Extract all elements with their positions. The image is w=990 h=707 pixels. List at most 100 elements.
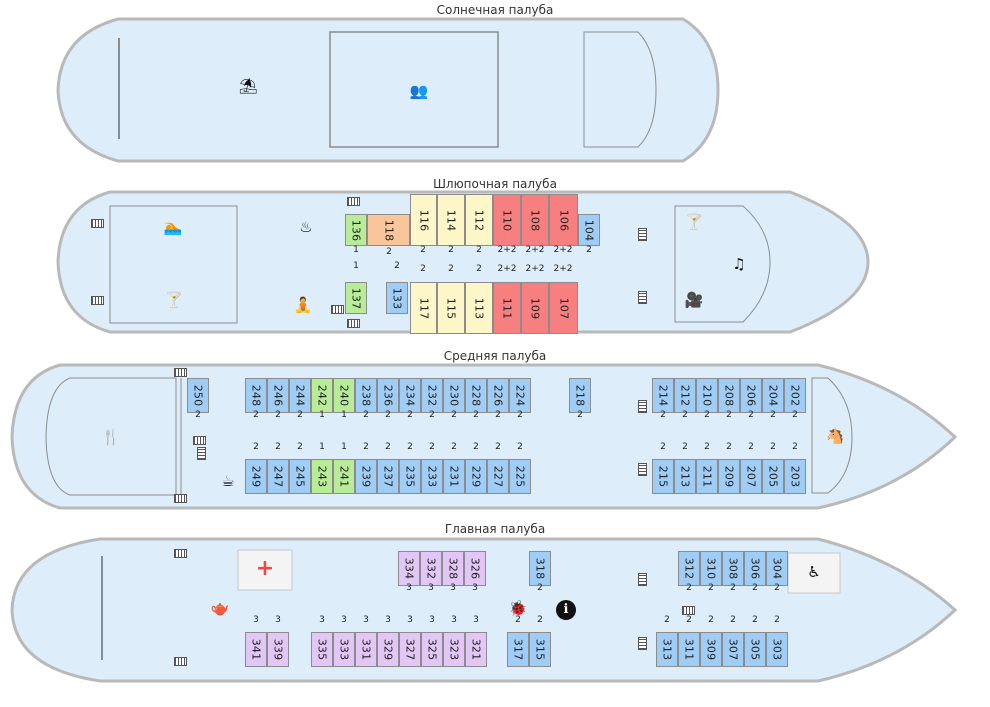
cabin-232[interactable]: 232 — [421, 378, 443, 413]
cabin-240[interactable]: 240 — [333, 378, 355, 413]
cabin-307[interactable]: 307 — [722, 632, 744, 667]
cabin-303[interactable]: 303 — [766, 632, 788, 667]
cabin-capacity: 2 — [429, 442, 435, 452]
cabin-number: 309 — [704, 638, 718, 661]
cabin-242[interactable]: 242 — [311, 378, 333, 413]
cabin-107[interactable]: 107 — [549, 282, 578, 334]
cabin-218[interactable]: 218 — [569, 378, 591, 413]
cabin-304[interactable]: 304 — [766, 551, 788, 586]
cabin-114[interactable]: 114 — [437, 194, 465, 246]
cabin-246[interactable]: 246 — [267, 378, 289, 413]
cabin-109[interactable]: 109 — [521, 282, 549, 334]
cabin-capacity: 1 — [353, 261, 359, 271]
cabin-capacity: 2 — [704, 442, 710, 452]
cabin-215[interactable]: 215 — [652, 459, 674, 494]
cabin-335[interactable]: 335 — [311, 632, 333, 667]
cabin-208[interactable]: 208 — [718, 378, 740, 413]
cabin-209[interactable]: 209 — [718, 459, 740, 494]
cabin-333[interactable]: 333 — [333, 632, 355, 667]
cabin-203[interactable]: 203 — [784, 459, 806, 494]
cabin-number: 250 — [191, 384, 205, 407]
cabin-204[interactable]: 204 — [762, 378, 784, 413]
cabin-308[interactable]: 308 — [722, 551, 744, 586]
cabin-235[interactable]: 235 — [399, 459, 421, 494]
cabin-234[interactable]: 234 — [399, 378, 421, 413]
cabin-327[interactable]: 327 — [399, 632, 421, 667]
cabin-237[interactable]: 237 — [377, 459, 399, 494]
cabin-317[interactable]: 317 — [507, 632, 529, 667]
cabin-236[interactable]: 236 — [377, 378, 399, 413]
cabin-248[interactable]: 248 — [245, 378, 267, 413]
cabin-number: 213 — [678, 465, 692, 488]
cabin-214[interactable]: 214 — [652, 378, 674, 413]
cabin-229[interactable]: 229 — [465, 459, 487, 494]
cabin-capacity: 2 — [407, 410, 413, 420]
cabin-312[interactable]: 312 — [678, 551, 700, 586]
cabin-207[interactable]: 207 — [740, 459, 762, 494]
cabin-245[interactable]: 245 — [289, 459, 311, 494]
cabin-231[interactable]: 231 — [443, 459, 465, 494]
cabin-339[interactable]: 339 — [267, 632, 289, 667]
cabin-104[interactable]: 104 — [578, 214, 600, 246]
cabin-202[interactable]: 202 — [784, 378, 806, 413]
cabin-210[interactable]: 210 — [696, 378, 718, 413]
cabin-328[interactable]: 328 — [442, 551, 464, 586]
cabin-325[interactable]: 325 — [421, 632, 443, 667]
boat-deck-bar-area — [674, 205, 771, 323]
cabin-329[interactable]: 329 — [377, 632, 399, 667]
cabin-244[interactable]: 244 — [289, 378, 311, 413]
info-icon: ℹ — [556, 600, 576, 620]
cabin-305[interactable]: 305 — [744, 632, 766, 667]
cabin-227[interactable]: 227 — [487, 459, 509, 494]
cabin-310[interactable]: 310 — [700, 551, 722, 586]
cabin-137[interactable]: 137 — [345, 282, 367, 314]
cabin-117[interactable]: 117 — [410, 282, 437, 334]
cabin-225[interactable]: 225 — [509, 459, 531, 494]
cabin-206[interactable]: 206 — [740, 378, 762, 413]
cabin-241[interactable]: 241 — [333, 459, 355, 494]
cabin-318[interactable]: 318 — [529, 551, 551, 586]
cabin-136[interactable]: 136 — [345, 214, 367, 246]
cabin-108[interactable]: 108 — [521, 194, 549, 246]
cabin-243[interactable]: 243 — [311, 459, 333, 494]
cabin-205[interactable]: 205 — [762, 459, 784, 494]
cabin-332[interactable]: 332 — [420, 551, 442, 586]
cabin-233[interactable]: 233 — [421, 459, 443, 494]
cabin-111[interactable]: 111 — [493, 282, 521, 334]
cabin-115[interactable]: 115 — [437, 282, 465, 334]
cabin-321[interactable]: 321 — [465, 632, 487, 667]
cabin-224[interactable]: 224 — [509, 378, 531, 413]
cabin-226[interactable]: 226 — [487, 378, 509, 413]
cabin-110[interactable]: 110 — [493, 194, 521, 246]
cabin-116[interactable]: 116 — [410, 194, 437, 246]
cabin-306[interactable]: 306 — [744, 551, 766, 586]
cabin-247[interactable]: 247 — [267, 459, 289, 494]
cabin-323[interactable]: 323 — [443, 632, 465, 667]
cabin-capacity: 2 — [195, 410, 201, 420]
cabin-250[interactable]: 250 — [187, 378, 209, 413]
cabin-239[interactable]: 239 — [355, 459, 377, 494]
cabin-326[interactable]: 326 — [464, 551, 486, 586]
cabin-228[interactable]: 228 — [465, 378, 487, 413]
cabin-capacity: 2 — [363, 410, 369, 420]
cabin-230[interactable]: 230 — [443, 378, 465, 413]
cabin-212[interactable]: 212 — [674, 378, 696, 413]
cabin-311[interactable]: 311 — [678, 632, 700, 667]
cabin-118[interactable]: 118 — [367, 214, 410, 246]
cabin-315[interactable]: 315 — [529, 632, 551, 667]
cabin-313[interactable]: 313 — [656, 632, 678, 667]
cabin-249[interactable]: 249 — [245, 459, 267, 494]
cabin-341[interactable]: 341 — [245, 632, 267, 667]
cabin-331[interactable]: 331 — [355, 632, 377, 667]
cabin-capacity: 2+2 — [497, 245, 517, 255]
cabin-309[interactable]: 309 — [700, 632, 722, 667]
cabin-213[interactable]: 213 — [674, 459, 696, 494]
cabin-211[interactable]: 211 — [696, 459, 718, 494]
cabin-112[interactable]: 112 — [465, 194, 493, 246]
cabin-113[interactable]: 113 — [465, 282, 493, 334]
cabin-106[interactable]: 106 — [549, 194, 578, 246]
cabin-capacity: 2 — [363, 442, 369, 452]
cabin-238[interactable]: 238 — [355, 378, 377, 413]
cabin-334[interactable]: 334 — [398, 551, 420, 586]
cabin-133[interactable]: 133 — [386, 282, 408, 314]
